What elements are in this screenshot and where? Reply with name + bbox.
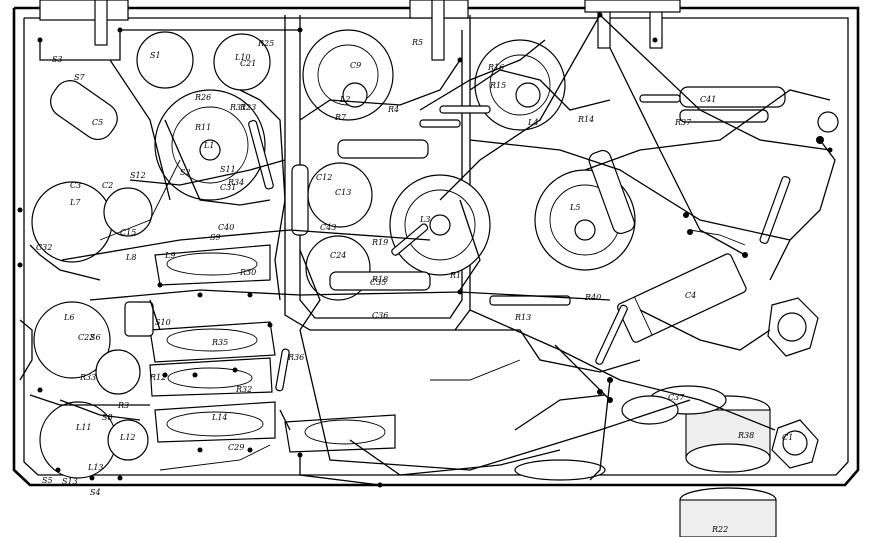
label-c4: C4 — [685, 291, 696, 300]
label-s1: S1 — [150, 51, 161, 60]
label-r40: R40 — [584, 293, 601, 302]
label-c35: C35 — [370, 278, 386, 287]
label-r33: R33 — [79, 373, 96, 382]
label-r18: R18 — [371, 275, 388, 284]
label-c15: C15 — [120, 228, 136, 237]
label-l3: L3 — [419, 215, 430, 224]
hex-jacks — [767, 111, 839, 469]
label-r3: R3 — [117, 401, 129, 410]
label-r13: R13 — [514, 313, 531, 322]
label-l7: L7 — [69, 198, 81, 207]
label-c3: C3 — [70, 181, 81, 190]
label-c22: C22 — [78, 333, 94, 342]
top-brackets — [39, 0, 681, 61]
label-c32: C32 — [36, 243, 52, 252]
label-c2: C2 — [102, 181, 113, 190]
label-s4: S4 — [90, 488, 101, 497]
label-c13: C13 — [335, 188, 351, 197]
label-r38: R38 — [737, 431, 754, 440]
label-c43: C43 — [320, 223, 336, 232]
label-s11: S11 — [220, 165, 236, 174]
capacitors — [50, 80, 786, 343]
label-s5: S5 — [42, 476, 53, 485]
label-r16: R16 — [487, 63, 504, 72]
label-r34: R34 — [227, 178, 244, 187]
label-r14: R14 — [577, 115, 594, 124]
label-l10: L10 — [234, 53, 251, 62]
label-r22: R22 — [711, 525, 728, 534]
label-l5: L5 — [569, 203, 580, 212]
label-l4: L4 — [527, 118, 538, 127]
label-r11: R11 — [194, 123, 211, 132]
label-r35: R35 — [211, 338, 228, 347]
label-c21: C21 — [240, 59, 256, 68]
label-s3: S3 — [52, 55, 63, 64]
label-r37: R37 — [674, 118, 692, 127]
drum-parts — [514, 385, 777, 537]
label-l12: L12 — [119, 433, 136, 442]
label-s8: S8 — [102, 413, 113, 422]
label-r19: R19 — [371, 238, 388, 247]
label-r31: R31 — [229, 103, 246, 112]
label-l9: L9 — [164, 251, 175, 260]
label-s13: S13 — [62, 477, 78, 486]
label-l14: L14 — [211, 413, 228, 422]
label-s9: S9 — [210, 233, 221, 242]
terminals — [17, 12, 833, 488]
label-c29: C29 — [228, 443, 244, 452]
wafer-switches — [149, 244, 396, 453]
label-c31: C31 — [220, 183, 236, 192]
label-r7: R7 — [334, 113, 347, 122]
label-r5: R5 — [411, 38, 423, 47]
label-s7: S7 — [74, 73, 85, 82]
label-c41: C41 — [700, 95, 716, 104]
component-labels: C1 C2 C3 C4 C5 C9 C12 C13 C15 C21 C22 C2… — [36, 38, 793, 534]
label-c36: C36 — [372, 311, 388, 320]
label-c12: C12 — [316, 173, 332, 182]
label-r25: R25 — [257, 39, 274, 48]
label-l1: L1 — [203, 141, 214, 150]
label-l11: L11 — [75, 423, 92, 432]
label-r15: R15 — [489, 81, 506, 90]
label-r4: R4 — [387, 105, 399, 114]
label-l13: L13 — [87, 463, 104, 472]
label-r36: R36 — [287, 353, 304, 362]
label-s2: S2 — [180, 168, 191, 177]
label-s6: S6 — [90, 333, 101, 342]
label-r26: R26 — [194, 93, 211, 102]
label-r30: R30 — [239, 268, 256, 277]
label-r12: R12 — [149, 373, 166, 382]
label-r32: R32 — [235, 385, 252, 394]
wiring — [19, 14, 836, 486]
label-c24: C24 — [330, 251, 346, 260]
resistors — [248, 94, 791, 392]
label-r23: R23 — [239, 103, 256, 112]
label-l6: L6 — [63, 313, 74, 322]
label-c5: C5 — [92, 118, 103, 127]
label-s12: S12 — [130, 171, 146, 180]
chassis-frame — [12, 6, 860, 487]
label-s10: S10 — [155, 318, 171, 327]
label-l8: L8 — [125, 253, 136, 262]
label-c9: C9 — [350, 61, 361, 70]
label-c40: C40 — [218, 223, 234, 232]
label-c1: C1 — [782, 433, 793, 442]
label-c37: C37 — [668, 393, 685, 402]
label-l2: L2 — [339, 95, 350, 104]
label-r1: R1 — [449, 271, 461, 280]
